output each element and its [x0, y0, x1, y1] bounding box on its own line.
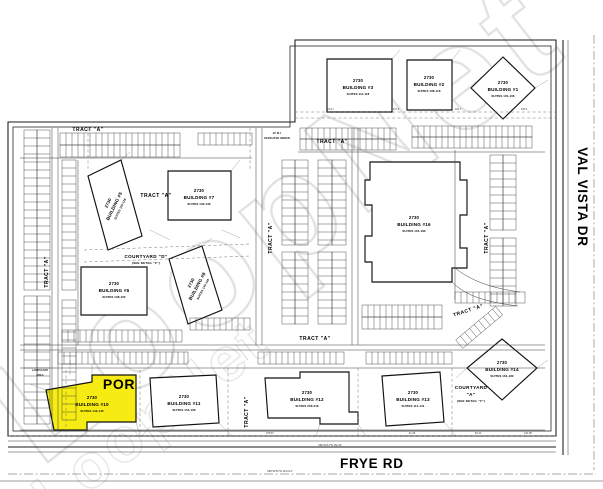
tract-a-3: TRACT "A": [316, 139, 347, 145]
bearing-mid: S89°22'41"W 152.29': [318, 444, 342, 447]
building-16[interactable]: 2730 BUILDING #16 SUITES 161-180: [364, 161, 468, 283]
tract-a-2: TRACT "A": [140, 193, 171, 199]
street-val-vista-dr: VAL VISTA DR: [575, 147, 590, 246]
building-3[interactable]: 2730 BUILDING #3 SUITES 111-118: [326, 58, 393, 113]
courtyard-a-label: COURTYARD: [455, 385, 488, 390]
courtyard-d-sublabel: (SEE DETAIL "F"): [132, 261, 160, 265]
building-2-name: BUILDING #2: [414, 82, 445, 87]
dim-top-3: 120.7: [455, 108, 462, 111]
tract-a-5: TRACT "A": [299, 336, 330, 342]
dim-top-2: 127.8: [393, 108, 400, 111]
building-6-project: 2730: [109, 281, 120, 286]
dimension-lines: 123.17 127.8 120.7 125.9 156.57 41.25 63…: [8, 108, 556, 473]
building-7-suites: SUITES 130-136: [187, 202, 211, 206]
building-13-name: BUILDING #13: [396, 397, 430, 402]
building-7-project: 2730: [194, 188, 205, 193]
building-13[interactable]: 2730 BUILDING #13 SUITES 111-141: [381, 371, 445, 427]
dim-top-1: 123.17: [326, 108, 334, 111]
building-5-project: 2730: [103, 197, 112, 209]
building-3-name: BUILDING #3: [343, 85, 374, 90]
building-1-suites: SUITES 101-106: [491, 94, 515, 98]
tract-a-6: TRACT "A": [244, 396, 250, 427]
courtyard-d-label: COURTYARD "D": [124, 254, 167, 259]
building-14[interactable]: 2730 BUILDING #14 SUITES 161-180: [466, 338, 538, 401]
building-13-project: 2730: [408, 390, 419, 395]
tract-a-1: TRACT "A": [72, 127, 103, 133]
tract-a-9: TRACT "A": [44, 256, 50, 287]
tract-a-8: TRACT "A": [453, 303, 485, 318]
building-6-suites: SUITES 138-152: [102, 295, 126, 299]
building-6[interactable]: 2730 BUILDING #6 SUITES 138-152: [80, 266, 148, 316]
courtyard-a-sublabel: "A": [467, 392, 476, 397]
building-10-project: 2730: [87, 395, 98, 400]
dim-bot-4: 191.95: [524, 432, 532, 435]
building-1-name: BUILDING #1: [488, 87, 519, 92]
building-2[interactable]: 2730 BUILDING #2 SUITES 108-116: [406, 59, 453, 111]
landscape-sublabel: AREA: [36, 373, 43, 377]
courtyard-a: COURTYARD "A" (SEE DETAIL "F"): [455, 385, 488, 403]
building-10-name: BUILDING #10: [75, 402, 109, 407]
building-2-project: 2730: [424, 75, 435, 80]
building-7[interactable]: 2730 BUILDING #7 SUITES 130-136: [167, 170, 232, 221]
courtyard-d: COURTYARD "D" (SEE DETAIL "F"): [124, 254, 167, 265]
building-2-suites: SUITES 108-116: [417, 89, 440, 93]
parking-grid-center-right: [317, 159, 347, 325]
por-label: POR: [103, 376, 135, 392]
building-6-name: BUILDING #6: [99, 288, 130, 293]
dedication-label: 20' M.I.: [273, 131, 282, 135]
building-14-project: 2730: [497, 360, 508, 365]
building-1-project: 2730: [498, 80, 509, 85]
building-12[interactable]: 2730 BUILDING #12 SUITES 200-216: [264, 371, 359, 425]
building-14-suites: SUITES 161-180: [490, 374, 514, 378]
dim-bot-1: 156.57: [266, 432, 274, 435]
drafting-leaders: [29, 49, 549, 437]
street-right-of-way-lines: [0, 440, 603, 482]
building-3-project: 2730: [353, 78, 364, 83]
building-11-project: 2730: [179, 394, 190, 399]
drive-aisles: [20, 128, 545, 431]
street-right-of-way-lines-right: [562, 35, 595, 470]
building-11-suites: SUITES 154-166: [172, 408, 196, 412]
dim-bot-3: 63.41: [475, 432, 482, 435]
building-14-name: BUILDING #14: [485, 367, 519, 372]
building-5[interactable]: 2730 BUILDING #5 SUITES 120-128: [87, 159, 143, 251]
building-10-suites: SUITES 140-145: [80, 409, 104, 413]
parking-band-mid: [61, 304, 443, 343]
building-8[interactable]: 2730 BUILDING #8 SUITES 140-148: [168, 245, 223, 325]
building-12-name: BUILDING #12: [290, 397, 324, 402]
tract-a-7: TRACT "A": [484, 222, 490, 253]
annotation-landscape: LANDSCAPE AREA: [32, 368, 48, 377]
building-3-suites: SUITES 111-118: [347, 92, 370, 96]
building-16-name: BUILDING #16: [397, 222, 431, 227]
parking-grid-center-left: [281, 159, 309, 325]
courtyard-a-detail: (SEE DETAIL "F"): [457, 399, 485, 403]
dedication-sublabel: DEDICATED HEREIN: [264, 136, 290, 140]
street-frye-rd: FRYE RD: [340, 456, 404, 471]
building-13-suites: SUITES 111-141: [402, 404, 425, 408]
building-11[interactable]: 2730 BUILDING #11 SUITES 154-166: [149, 374, 220, 428]
annotation-dedication: 20' M.I. DEDICATED HEREIN: [264, 131, 290, 140]
building-8-project: 2730: [186, 277, 195, 289]
building-16-project: 2730: [409, 215, 420, 220]
parking-band-lower: [57, 351, 453, 365]
tract-a-4: TRACT "A": [268, 222, 274, 253]
building-12-suites: SUITES 200-216: [295, 404, 319, 408]
building-16-suites: SUITES 161-180: [402, 229, 426, 233]
bearing-bottom: S89°22'41"W 11'04.14": [267, 470, 293, 473]
dim-top-4: 125.9: [521, 108, 528, 111]
parking-grid-right: [489, 154, 517, 307]
dim-bot-2: 41.25: [409, 432, 416, 435]
building-12-project: 2730: [302, 390, 313, 395]
building-11-name: BUILDING #11: [167, 401, 201, 406]
building-7-name: BUILDING #7: [184, 195, 215, 200]
landscape-label: LANDSCAPE: [32, 368, 48, 372]
building-1[interactable]: 2730 BUILDING #1 SUITES 101-106: [470, 56, 536, 120]
